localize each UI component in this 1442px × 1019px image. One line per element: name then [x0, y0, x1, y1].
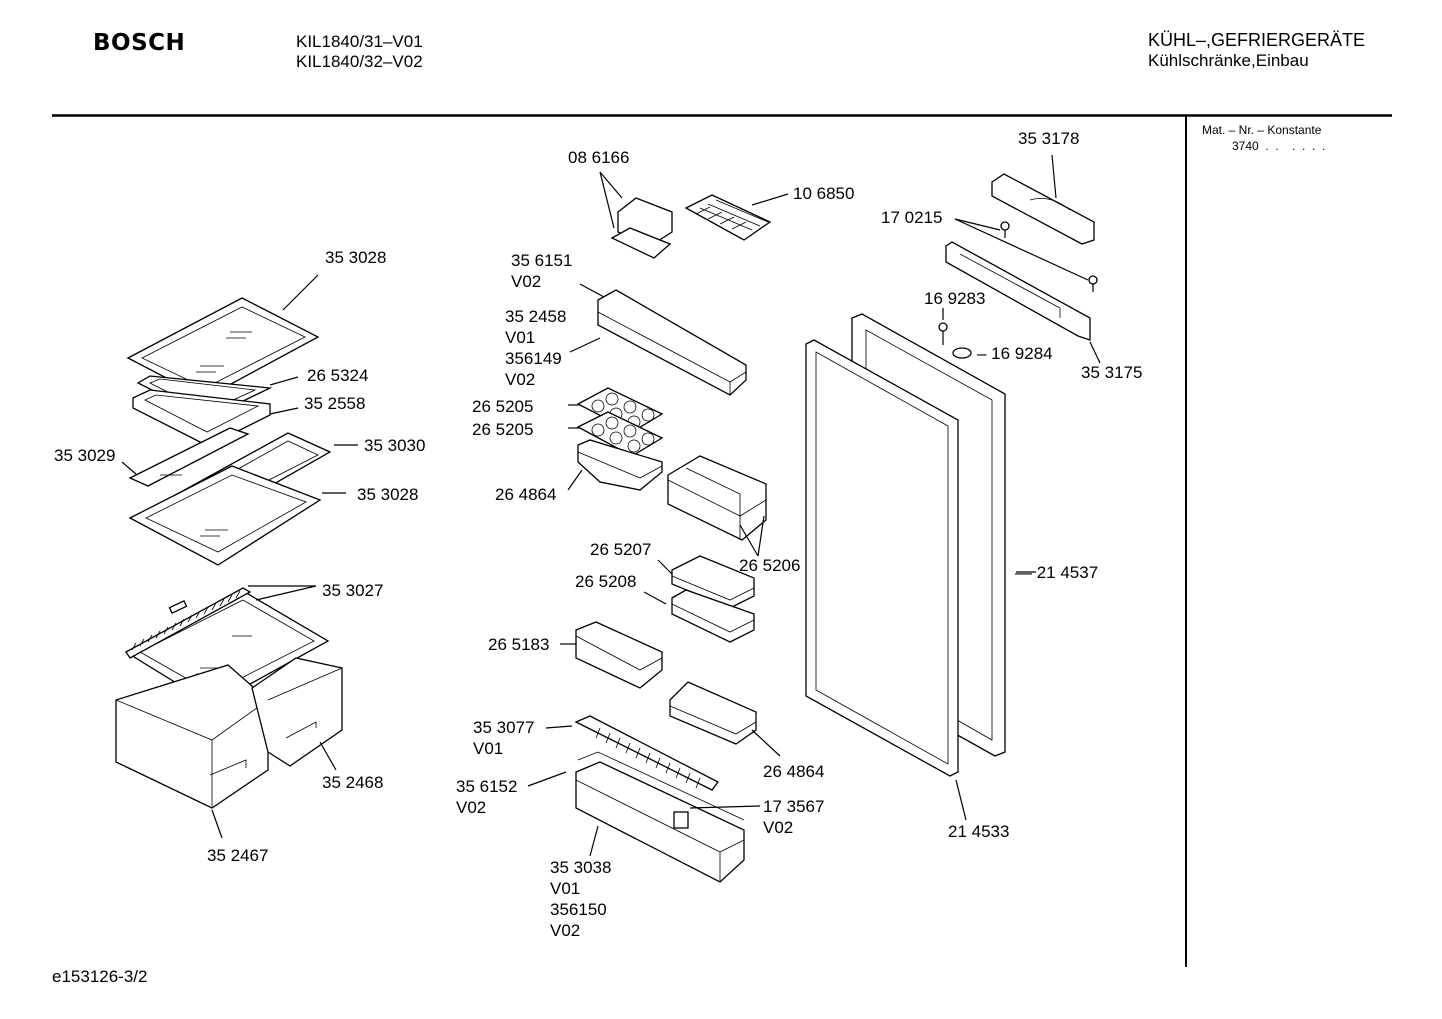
- crisper-drawer-352468: [251, 657, 343, 767]
- door-trim-353178: [991, 173, 1095, 245]
- part-label: 10 6850: [793, 184, 855, 203]
- part-label: 35 3029: [54, 446, 116, 465]
- ice-tray-086166: [610, 197, 673, 259]
- category-title: KÜHL–,GEFRIERGERÄTE: [1148, 30, 1366, 50]
- part-label: 35 2467: [207, 846, 269, 865]
- mat-nr-value: 3740 . . . . . .: [1232, 139, 1326, 153]
- bin-265183: [575, 621, 663, 689]
- screw-170215-a: [1000, 221, 1010, 238]
- part-label: 35 2558: [304, 394, 366, 413]
- part-label: 26 4864: [763, 762, 825, 781]
- part-label: — 21 4537: [1015, 563, 1099, 582]
- part-label: 21 4533: [948, 822, 1010, 841]
- bin-265207: [671, 555, 755, 609]
- part-label: 26 5324: [307, 366, 369, 385]
- part-label: 35 3028: [325, 248, 387, 267]
- part-label: 17 0215: [881, 208, 943, 227]
- part-label: 26 5207: [590, 540, 652, 559]
- part-label: 35 3030: [364, 436, 426, 455]
- part-label: 26 5183: [488, 635, 550, 654]
- part-label: 35 3027: [322, 581, 384, 600]
- part-label: 26 5205: [472, 420, 534, 439]
- part-label: 26 5205: [472, 397, 534, 416]
- part-label: 26 4864: [495, 485, 557, 504]
- glass-shelf-lower: [128, 465, 322, 566]
- bottle-shelf-353038: [575, 751, 745, 883]
- mat-nr-label: Mat. – Nr. – Konstante: [1202, 123, 1322, 137]
- subcategory-title: Kühlschränke,Einbau: [1148, 51, 1309, 70]
- egg-tray-lower: [576, 411, 664, 457]
- part-label: – 16 9284: [977, 344, 1053, 363]
- bin-265206: [667, 455, 767, 541]
- bin-265208: [671, 589, 755, 643]
- leader-lines: [121, 154, 1101, 857]
- part-label: 35 2468: [322, 773, 384, 792]
- part-label: 35 3178: [1018, 129, 1080, 148]
- screw-169283: [938, 322, 948, 345]
- model-number-2: KIL1840/32–V02: [296, 52, 423, 71]
- cap-169284: [952, 347, 972, 359]
- bottle-retainer-353077: [574, 715, 719, 791]
- bin-264864-lower: [669, 681, 757, 745]
- hinge-353175: [945, 241, 1091, 341]
- ice-cube-tray-106850: [684, 194, 772, 241]
- model-number-1: KIL1840/31–V01: [296, 32, 423, 51]
- door-shelf-356151: [597, 289, 747, 396]
- brand-logo: BOSCH: [93, 30, 186, 56]
- part-label: 08 6166: [568, 148, 630, 167]
- bin-264864-upper: [577, 439, 663, 491]
- screw-170215-b: [1088, 275, 1098, 292]
- part-label: 26 5206: [739, 556, 801, 575]
- part-label: 35 3175: [1081, 363, 1143, 382]
- door-gasket-214533: [805, 339, 959, 777]
- part-label: 16 9283: [924, 289, 986, 308]
- document-id: e153126-3/2: [52, 967, 148, 986]
- part-label: 35 3028: [357, 485, 419, 504]
- crisper-drawer-352467: [115, 664, 269, 809]
- part-label: 26 5208: [575, 572, 637, 591]
